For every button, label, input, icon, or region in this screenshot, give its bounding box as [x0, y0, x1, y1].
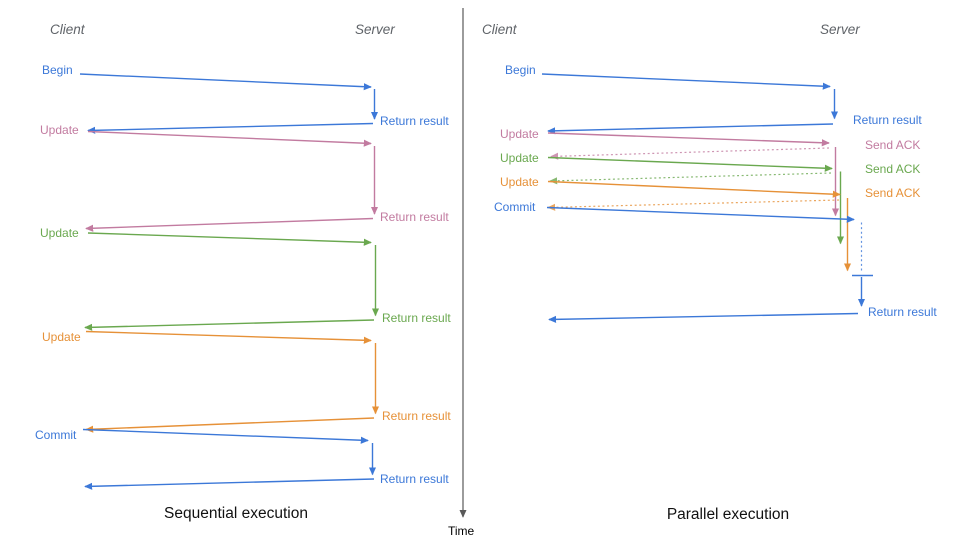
left-commit-arrows — [82, 428, 377, 490]
right-begin-label: Begin — [505, 63, 536, 77]
left-server-header: Server — [355, 22, 395, 37]
right-send-ack-3-label: Send ACK — [865, 186, 921, 200]
right-update3-arrows — [547, 180, 852, 272]
left-update2-arrows — [84, 232, 380, 331]
right-client-header: Client — [482, 22, 517, 37]
right-update1-arrows — [547, 132, 840, 217]
right-update3-label: Update — [500, 175, 539, 189]
left-begin-label: Begin — [42, 63, 73, 77]
left-return-result-4-label: Return result — [382, 409, 451, 423]
right-send-ack-1-label: Send ACK — [865, 138, 921, 152]
left-update3-label: Update — [42, 330, 81, 344]
right-commit-arrows — [546, 206, 873, 323]
right-server-header: Server — [820, 22, 860, 37]
right-send-ack-2-label: Send ACK — [865, 162, 921, 176]
right-return-result-1-label: Return result — [853, 113, 922, 127]
right-panel-caption: Parallel execution — [666, 506, 790, 523]
left-update3-arrows — [85, 330, 380, 433]
left-panel-caption: Sequential execution — [164, 505, 308, 522]
left-begin-arrows — [79, 73, 379, 134]
left-client-header: Client — [50, 22, 85, 37]
left-return-result-2-label: Return result — [380, 210, 449, 224]
left-commit-label: Commit — [35, 428, 77, 442]
right-update2-label: Update — [500, 151, 539, 165]
right-update2-arrows — [547, 156, 845, 245]
left-update2-label: Update — [40, 226, 79, 240]
left-update1-label: Update — [40, 123, 79, 137]
right-return-result-2-label: Return result — [868, 305, 937, 319]
left-return-result-3-label: Return result — [382, 311, 451, 325]
right-begin-arrows — [541, 73, 839, 135]
right-update1-label: Update — [500, 127, 539, 141]
left-return-result-1-label: Return result — [380, 114, 449, 128]
time-axis-label: Time — [448, 524, 475, 538]
left-update1-arrows — [85, 130, 379, 232]
right-commit-label: Commit — [494, 200, 536, 214]
left-return-result-5-label: Return result — [380, 472, 449, 486]
